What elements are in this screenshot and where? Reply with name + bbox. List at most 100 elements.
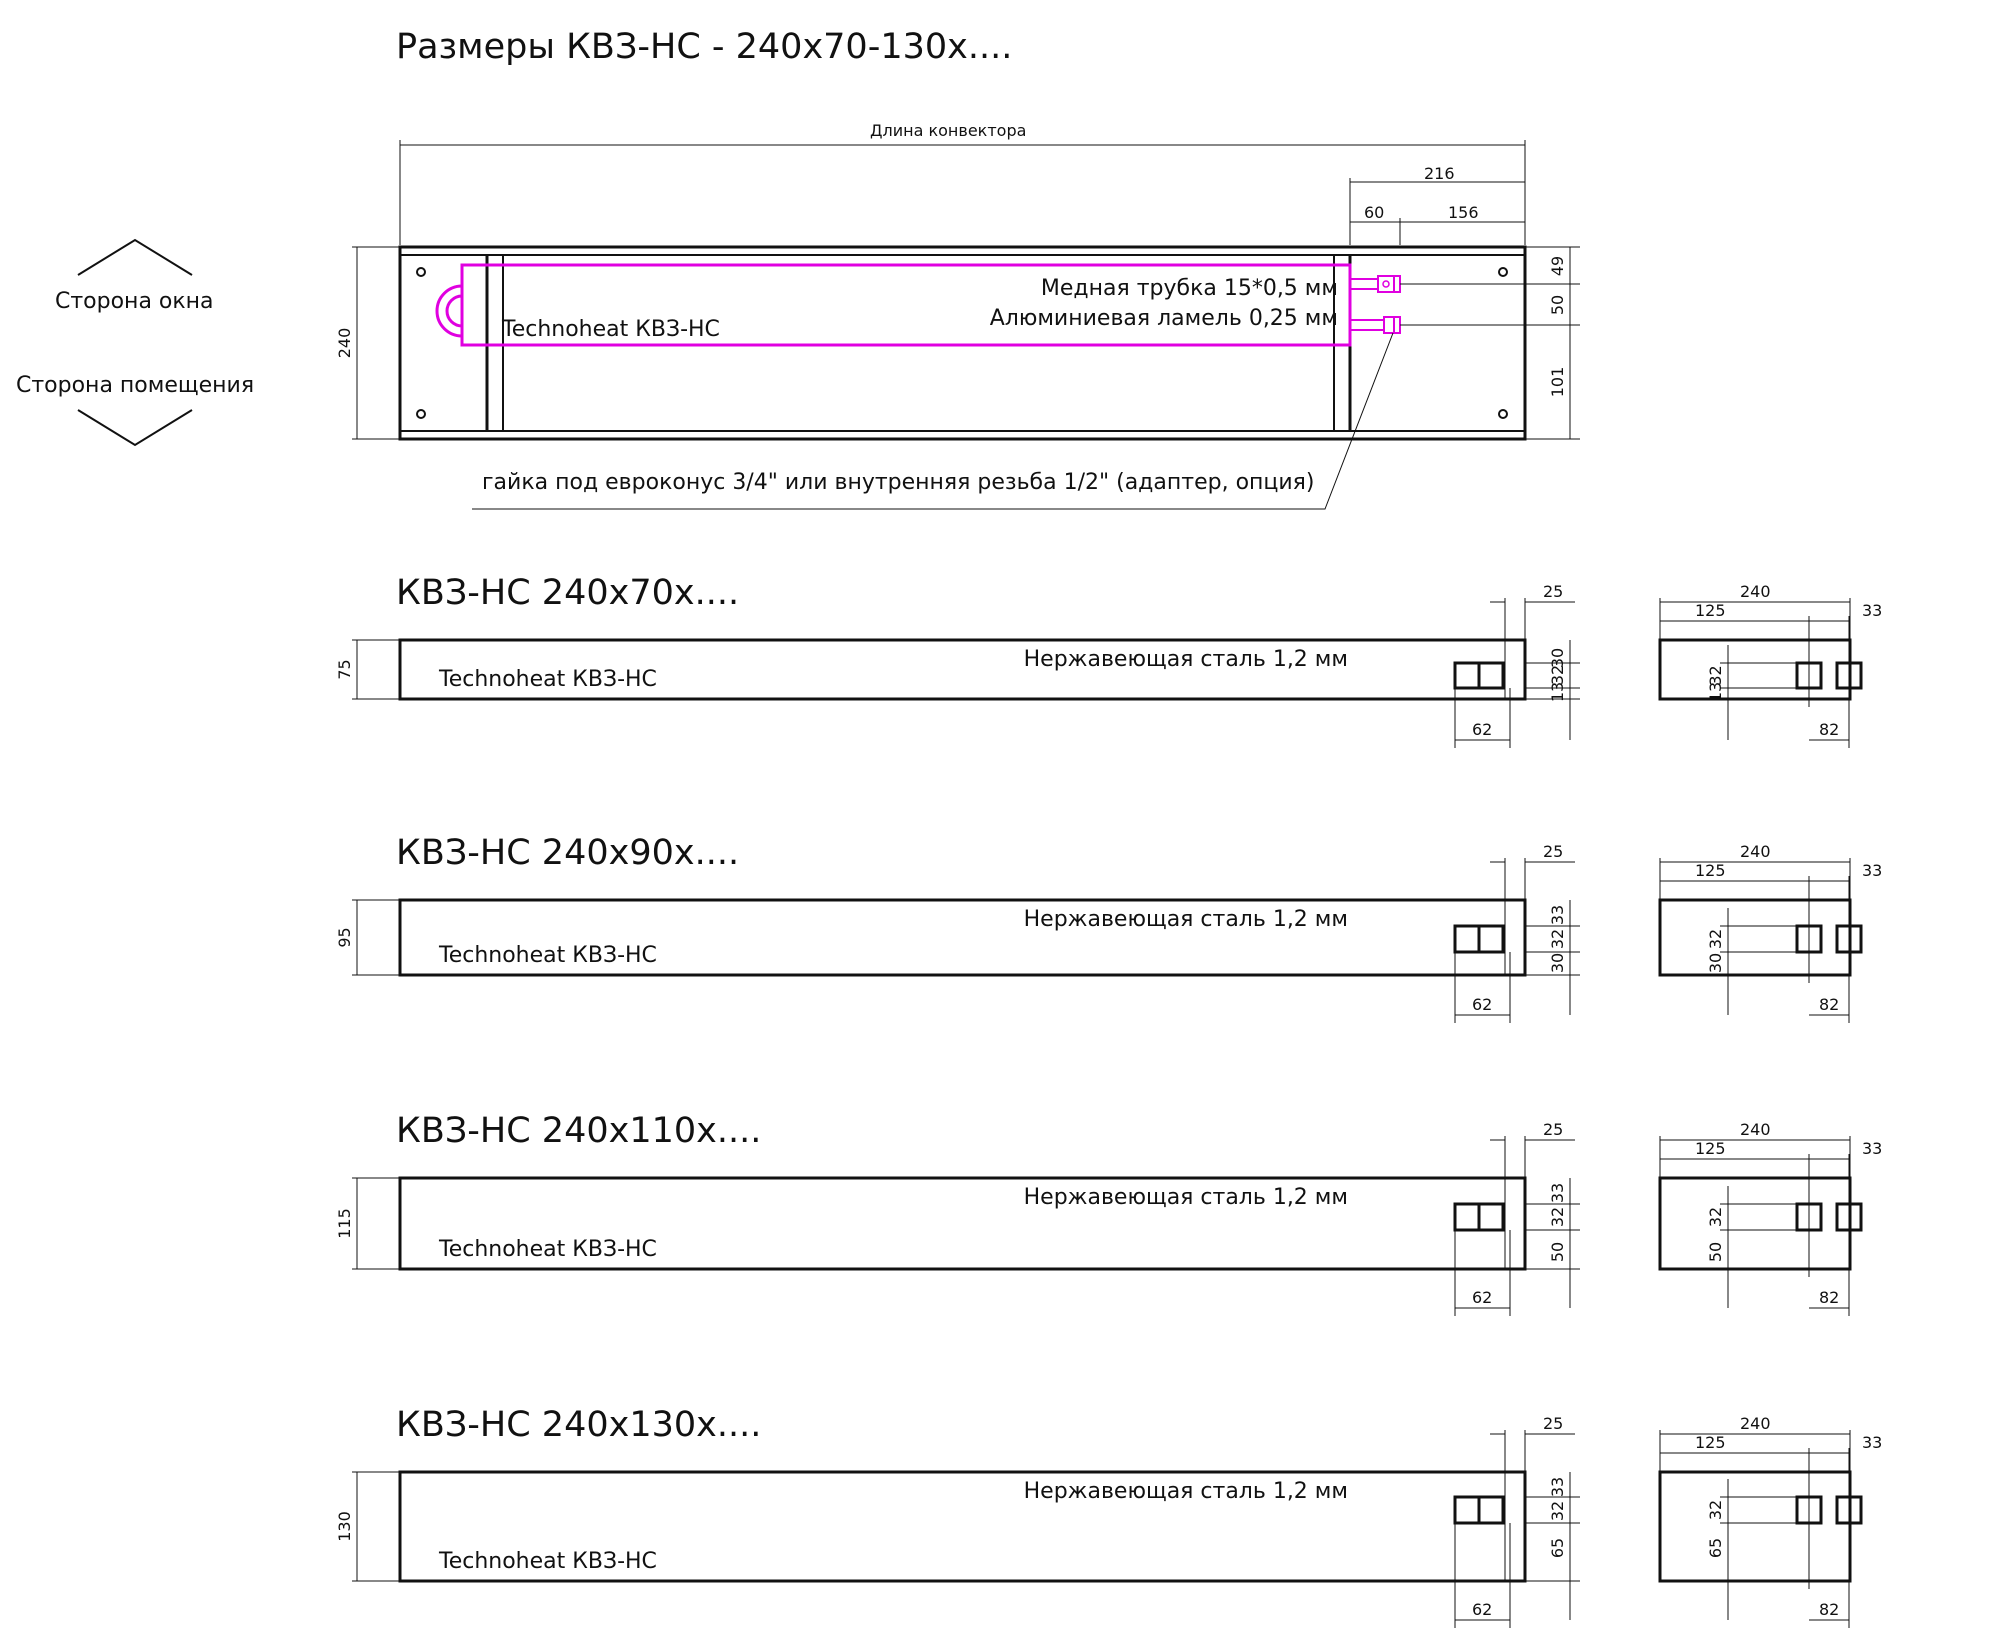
end-spacing-dim: 82 — [1819, 1600, 1839, 1619]
nut-note: гайка под евроконус 3/4" или внутренняя … — [482, 470, 1315, 495]
offset-b-dim: 156 — [1448, 203, 1479, 222]
plan-brand-label: Technoheat КВЗ-НС — [501, 317, 720, 342]
stack-dim: 33 — [1548, 905, 1567, 925]
section-brand-label: Technoheat КВЗ-НС — [438, 1237, 657, 1262]
end-left-dim: 125 — [1695, 601, 1726, 620]
section-row: КВЗ-НС 240x90x.... Нержавеющая сталь 1,2 … — [335, 833, 1882, 1023]
width-dim: 240 — [335, 328, 354, 359]
steel-label: Нержавеющая сталь 1,2 мм — [1024, 1479, 1348, 1504]
stack-dim: 13 — [1548, 682, 1567, 702]
window-side-chevron-icon — [77, 238, 193, 276]
height-dim: 115 — [335, 1208, 354, 1239]
end-pipe-dim: 32 — [1706, 1207, 1725, 1227]
top-offset-dim: 25 — [1543, 842, 1563, 861]
pipe-ports-icon — [1453, 1495, 1505, 1525]
stack-dim: 50 — [1548, 1242, 1567, 1262]
end-bottom-dim: 13 — [1706, 682, 1725, 702]
window-side-label: Сторона окна — [55, 289, 214, 314]
section-brand-label: Technoheat КВЗ-НС — [438, 943, 657, 968]
end-left-dim: 125 — [1695, 861, 1726, 880]
length-label: Длина конвектора — [870, 121, 1026, 140]
aluminium-fin-label: Алюминиевая ламель 0,25 мм — [990, 306, 1338, 331]
end-left-dim: 125 — [1695, 1139, 1726, 1158]
stack-dim: 30 — [1548, 648, 1567, 668]
section-title: КВЗ-НС 240x110x.... — [396, 1111, 761, 1151]
pipe-spacing-dim: 62 — [1472, 720, 1492, 739]
end-bottom-dim: 50 — [1706, 1242, 1725, 1262]
steel-label: Нержавеющая сталь 1,2 мм — [1024, 907, 1348, 932]
end-right-dim: 33 — [1862, 861, 1882, 880]
top-offset-dim: 25 — [1543, 582, 1563, 601]
convector-frame — [398, 245, 1527, 441]
end-view: 240 125 33 32 30 82 — [1658, 842, 1882, 1023]
room-side-label: Сторона помещения — [16, 373, 254, 398]
end-width-dim: 240 — [1740, 842, 1771, 861]
end-bottom-dim: 65 — [1706, 1538, 1725, 1558]
convector-body — [398, 1470, 1527, 1583]
offset-a-dim: 60 — [1364, 203, 1384, 222]
right-dim-2: 50 — [1548, 295, 1567, 315]
section-row: КВЗ-НС 240x70x.... Нержавеющая сталь 1,2 … — [335, 573, 1882, 748]
section-title: КВЗ-НС 240x130x.... — [396, 1405, 761, 1445]
pipe-ports-icon — [1453, 924, 1505, 954]
top-offset-dim: 25 — [1543, 1414, 1563, 1433]
page-title: Размеры КВЗ-НС - 240x70-130x.... — [396, 27, 1012, 67]
stack-dim: 33 — [1548, 1183, 1567, 1203]
steel-label: Нержавеющая сталь 1,2 мм — [1024, 647, 1348, 672]
right-dim-1: 49 — [1548, 256, 1567, 276]
pipe-ports-icon — [1453, 1202, 1505, 1232]
end-right-dim: 33 — [1862, 1139, 1882, 1158]
section-row: КВЗ-НС 240x110x....Нержавеющая сталь 1,2… — [335, 1111, 1882, 1316]
end-view-body — [1658, 1470, 1852, 1583]
section-title: КВЗ-НС 240x90x.... — [396, 833, 739, 873]
height-dim: 130 — [335, 1511, 354, 1542]
orientation-legend: Сторона окна Сторона помещения — [16, 238, 254, 447]
convector-body — [398, 638, 1527, 701]
end-width-dim: 240 — [1740, 582, 1771, 601]
height-dim: 95 — [335, 927, 354, 947]
top-offset-dim: 25 — [1543, 1120, 1563, 1139]
end-pipe-dim: 32 — [1706, 929, 1725, 949]
convector-body — [398, 1176, 1527, 1271]
end-view-body — [1658, 1176, 1852, 1271]
stack-dim: 32 — [1548, 1501, 1567, 1521]
end-spacing-dim: 82 — [1819, 995, 1839, 1014]
section-title: КВЗ-НС 240x70x.... — [396, 573, 739, 613]
pipe-ports-icon — [1453, 661, 1505, 690]
nut-leader-line — [472, 332, 1394, 510]
mount-hole-icon — [416, 409, 426, 419]
end-right-dim: 33 — [1862, 601, 1882, 620]
section-brand-label: Technoheat КВЗ-НС — [438, 667, 657, 692]
room-side-chevron-icon — [77, 409, 193, 447]
end-right-dim: 33 — [1862, 1433, 1882, 1452]
stack-dim: 33 — [1548, 1477, 1567, 1497]
height-dim: 75 — [335, 659, 354, 679]
offset-total-dim: 216 — [1424, 164, 1455, 183]
convector-body — [398, 898, 1527, 977]
mount-hole-icon — [416, 267, 426, 277]
end-pipe-dim: 32 — [1706, 665, 1725, 685]
pipe-spacing-dim: 62 — [1472, 995, 1492, 1014]
end-bottom-dim: 30 — [1706, 953, 1725, 973]
u-bend-icon — [435, 284, 463, 338]
stack-dim: 32 — [1548, 1207, 1567, 1227]
stack-dim: 65 — [1548, 1538, 1567, 1558]
mount-hole-icon — [1498, 409, 1508, 419]
stack-dim: 30 — [1548, 953, 1567, 973]
section-views: КВЗ-НС 240x70x.... Нержавеющая сталь 1,2 … — [335, 573, 1882, 1628]
inlet-connector-icon — [1350, 275, 1401, 293]
right-dim-3: 101 — [1548, 367, 1567, 398]
end-view-body — [1658, 898, 1852, 977]
heat-exchanger — [460, 263, 1352, 347]
outlet-connector-icon — [1350, 316, 1401, 334]
end-view: 240 125 33 32 50 82 — [1658, 1120, 1882, 1316]
end-spacing-dim: 82 — [1819, 720, 1839, 739]
end-width-dim: 240 — [1740, 1120, 1771, 1139]
pipe-spacing-dim: 62 — [1472, 1600, 1492, 1619]
section-row: КВЗ-НС 240x130x.... Нержавеющая сталь 1,2… — [335, 1405, 1882, 1628]
end-left-dim: 125 — [1695, 1433, 1726, 1452]
end-spacing-dim: 82 — [1819, 1288, 1839, 1307]
